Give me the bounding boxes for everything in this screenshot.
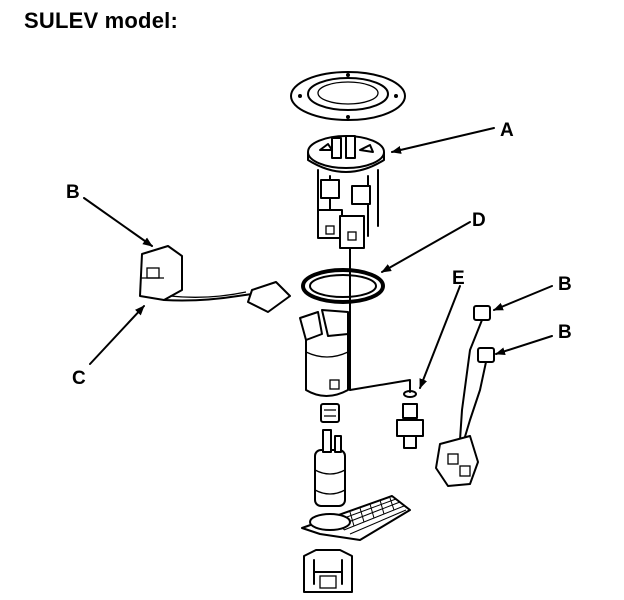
leader-c [89,305,145,365]
callout-b-upper-right: B [558,274,572,295]
pump-base-flange-part [307,135,385,249]
leader-a [391,127,495,154]
leader-d [381,221,471,273]
callout-b-lower-right: B [558,322,572,343]
leader-e [419,285,461,389]
bottom-clip-part [303,549,353,593]
callout-e: E [452,268,465,289]
leader-b-upper-right [493,285,553,311]
top-gasket-part [290,71,406,121]
callout-d: D [472,210,486,231]
leader-b-left [83,197,153,247]
callout-b-left: B [66,182,80,203]
fuel-pump-motor-part [314,429,346,507]
fuel-strainer-part [301,495,411,541]
callout-c: C [72,368,86,389]
leader-b-lower-right [495,335,553,356]
right-harness-part [435,305,495,487]
regulator-wire [349,379,411,393]
left-harness-connector-part [139,245,291,313]
pressure-regulator-part [396,390,424,449]
o-ring-part [301,268,385,304]
callout-leaders [83,127,553,389]
nut-part [320,403,340,423]
callout-a: A [500,120,514,141]
page-title: SULEV model: [24,8,178,33]
pump-housing-part [299,309,349,397]
